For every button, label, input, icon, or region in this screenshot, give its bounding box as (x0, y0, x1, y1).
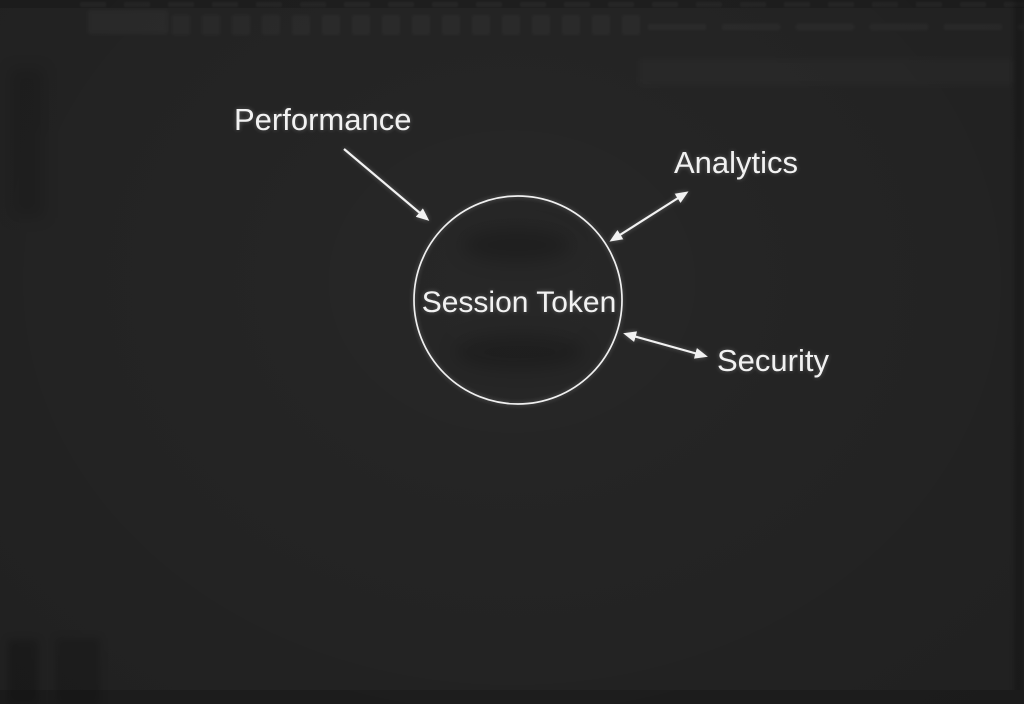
center-node-circle (413, 195, 623, 405)
performance-label: Performance (234, 102, 412, 137)
session-token-label: Session Token (421, 286, 617, 319)
analytics-label: Analytics (674, 145, 799, 180)
security-label: Security (717, 343, 829, 378)
security-arrow (623, 331, 708, 359)
analytics-arrow (609, 191, 689, 242)
performance-arrow (343, 148, 430, 221)
